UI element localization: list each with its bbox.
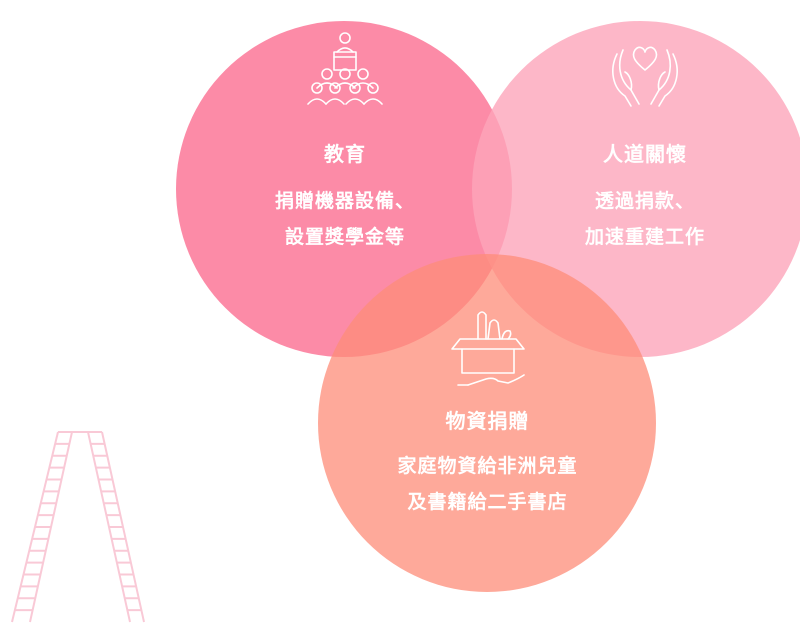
material-donation-title: 物資捐贈	[445, 409, 530, 433]
humanitarian-block: 人道關懷 透過捐款、 加速重建工作	[525, 30, 765, 255]
humanitarian-desc-line1: 透過捐款、	[594, 190, 695, 212]
material-donation-block: 物資捐贈 家庭物資給非洲兒童 及書籍給二手書店	[345, 305, 630, 520]
hands-heart-icon	[612, 46, 678, 107]
material-donation-desc-line2: 及書籍給二手書店	[407, 491, 568, 513]
education-desc-line1: 捐贈機器設備、	[274, 190, 415, 212]
material-donation-desc: 家庭物資給非洲兒童 及書籍給二手書店	[345, 448, 630, 520]
education-block: 教育 捐贈機器設備、 設置獎學金等	[230, 30, 460, 255]
education-desc: 捐贈機器設備、 設置獎學金等	[230, 183, 460, 255]
donation-box-icon	[450, 311, 525, 386]
material-donation-desc-line1: 家庭物資給非洲兒童	[397, 455, 578, 477]
education-desc-line2: 設置獎學金等	[284, 226, 405, 248]
ladder-icon	[11, 431, 145, 623]
humanitarian-desc: 透過捐款、 加速重建工作	[525, 183, 765, 255]
humanitarian-desc-line2: 加速重建工作	[584, 226, 705, 248]
humanitarian-title: 人道關懷	[603, 142, 687, 166]
material-donation-circle	[318, 254, 656, 592]
speaker-audience-icon	[307, 32, 383, 105]
education-title: 教育	[324, 142, 366, 166]
